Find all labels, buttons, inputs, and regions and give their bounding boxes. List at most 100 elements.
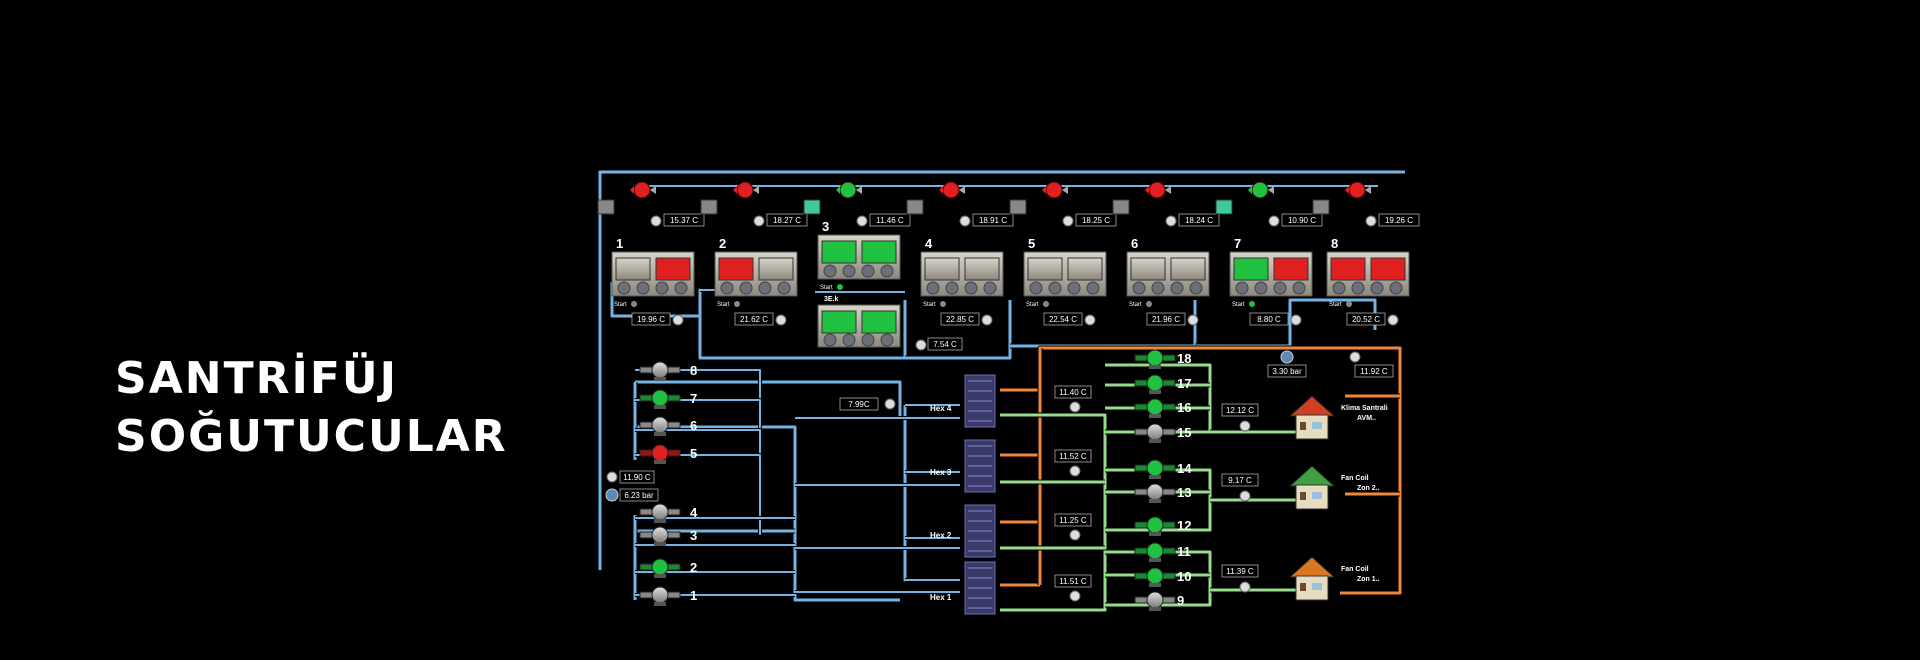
chiller-valve-icon[interactable]	[1348, 181, 1366, 199]
pump-icon[interactable]	[1146, 398, 1164, 416]
chiller-compressor-b	[1273, 257, 1309, 281]
pump-secondary-9[interactable]: 9	[1134, 591, 1184, 611]
pump-primary-4[interactable]: 4	[639, 503, 698, 523]
heat-exchanger-2[interactable]: Hex 211.25 C	[930, 504, 1092, 558]
chiller-start-button[interactable]	[1043, 301, 1049, 307]
pump-primary-2[interactable]: 2	[639, 558, 697, 578]
chiller-valve-icon[interactable]	[633, 181, 651, 199]
pump-number: 5	[690, 446, 697, 461]
pump-foot	[1149, 365, 1161, 369]
pump-secondary-17[interactable]: 17	[1134, 374, 1191, 394]
chiller-valve-icon[interactable]	[839, 181, 857, 199]
chiller-start-button[interactable]	[837, 284, 843, 290]
title-line-2: SOĞUTUCULAR	[115, 411, 508, 462]
chiller-valve-icon[interactable]	[1045, 181, 1063, 199]
chiller-valve-icon[interactable]	[1148, 181, 1166, 199]
pump-primary-3[interactable]: 3	[639, 526, 697, 546]
pump-icon[interactable]	[651, 389, 669, 407]
pump-icon[interactable]	[1146, 516, 1164, 534]
chiller-compressor-a	[1130, 257, 1166, 281]
chiller-start-label: Start	[1129, 302, 1142, 308]
chiller-fan-icon	[1029, 281, 1043, 295]
pump-secondary-12[interactable]: 12	[1134, 516, 1191, 536]
chiller-fan-icon	[617, 281, 631, 295]
heat-exchanger-4[interactable]: Hex 411.40 C	[930, 374, 1092, 428]
heat-exchanger-1[interactable]: Hex 111.51 C	[930, 561, 1092, 615]
pump-icon[interactable]	[1146, 374, 1164, 392]
chiller-start-button[interactable]	[631, 301, 637, 307]
chiller-start-button[interactable]	[734, 301, 740, 307]
pump-foot	[654, 542, 666, 546]
pump-icon[interactable]	[651, 416, 669, 434]
house-window	[1312, 583, 1322, 590]
actuator-icon	[906, 199, 924, 215]
valve-arrow-icon	[856, 186, 862, 194]
pump-icon[interactable]	[651, 444, 669, 462]
pump-number: 14	[1177, 461, 1192, 476]
pump-icon[interactable]	[651, 526, 669, 544]
temp-reading-box	[1054, 513, 1092, 527]
chiller-compressor-a	[718, 257, 754, 281]
sensor-icon	[606, 471, 618, 483]
pipe-segment	[905, 300, 1012, 360]
chiller-valve-icon[interactable]	[1251, 181, 1269, 199]
pump-primary-1[interactable]: 1	[639, 586, 697, 606]
pump-primary-5[interactable]: 5	[639, 444, 697, 464]
chiller-compressor-b	[1370, 257, 1406, 281]
pump-secondary-11[interactable]: 11	[1134, 542, 1191, 562]
temp-reading-box	[1281, 213, 1323, 227]
pump-primary-6[interactable]: 6	[639, 416, 697, 436]
pump-secondary-14[interactable]: 14	[1134, 459, 1192, 479]
pump-secondary-13[interactable]: 13	[1134, 483, 1191, 503]
chiller-valve-icon[interactable]	[736, 181, 754, 199]
pump-icon[interactable]	[651, 361, 669, 379]
pump-primary-8[interactable]: 8	[639, 361, 697, 381]
pump-icon[interactable]	[651, 503, 669, 521]
valve-arrow-icon	[1268, 186, 1274, 194]
pump-number: 7	[690, 391, 697, 406]
chiller-valve-icon[interactable]	[942, 181, 960, 199]
pump-secondary-10[interactable]: 10	[1134, 567, 1191, 587]
pump-icon[interactable]	[1146, 459, 1164, 477]
pump-icon[interactable]	[1146, 591, 1164, 609]
pump-primary-7[interactable]: 7	[639, 389, 697, 409]
pump-icon[interactable]	[1146, 542, 1164, 560]
chiller-start-button[interactable]	[940, 301, 946, 307]
heat-exchanger-label: Hex 3	[930, 468, 952, 477]
temp-reading-box	[619, 470, 655, 484]
chiller-start-button[interactable]	[1249, 301, 1255, 307]
pump-secondary-15[interactable]: 15	[1134, 423, 1191, 443]
pump-icon[interactable]	[1146, 349, 1164, 367]
pump-icon[interactable]	[1146, 483, 1164, 501]
pump-icon[interactable]	[1146, 423, 1164, 441]
pump-number: 10	[1177, 569, 1191, 584]
chiller-fan-icon	[823, 333, 837, 347]
valve-arrow-icon	[959, 186, 965, 194]
pump-icon[interactable]	[651, 586, 669, 604]
chiller-unit-3b[interactable]: 3E.k7.54 C	[817, 296, 963, 351]
pump-secondary-18[interactable]: 18	[1134, 349, 1191, 369]
chiller-compressor-a	[924, 257, 960, 281]
pump-number: 2	[690, 560, 697, 575]
chiller-start-button[interactable]	[1146, 301, 1152, 307]
chiller-fan-icon	[1273, 281, 1287, 295]
pump-secondary-16[interactable]: 16	[1134, 398, 1191, 418]
heat-exchanger-3[interactable]: Hex 311.52 C	[930, 439, 1092, 493]
pump-icon[interactable]	[1146, 567, 1164, 585]
pump-icon[interactable]	[651, 558, 669, 576]
chiller-start-button[interactable]	[1346, 301, 1352, 307]
sensor-icon	[1069, 401, 1081, 413]
